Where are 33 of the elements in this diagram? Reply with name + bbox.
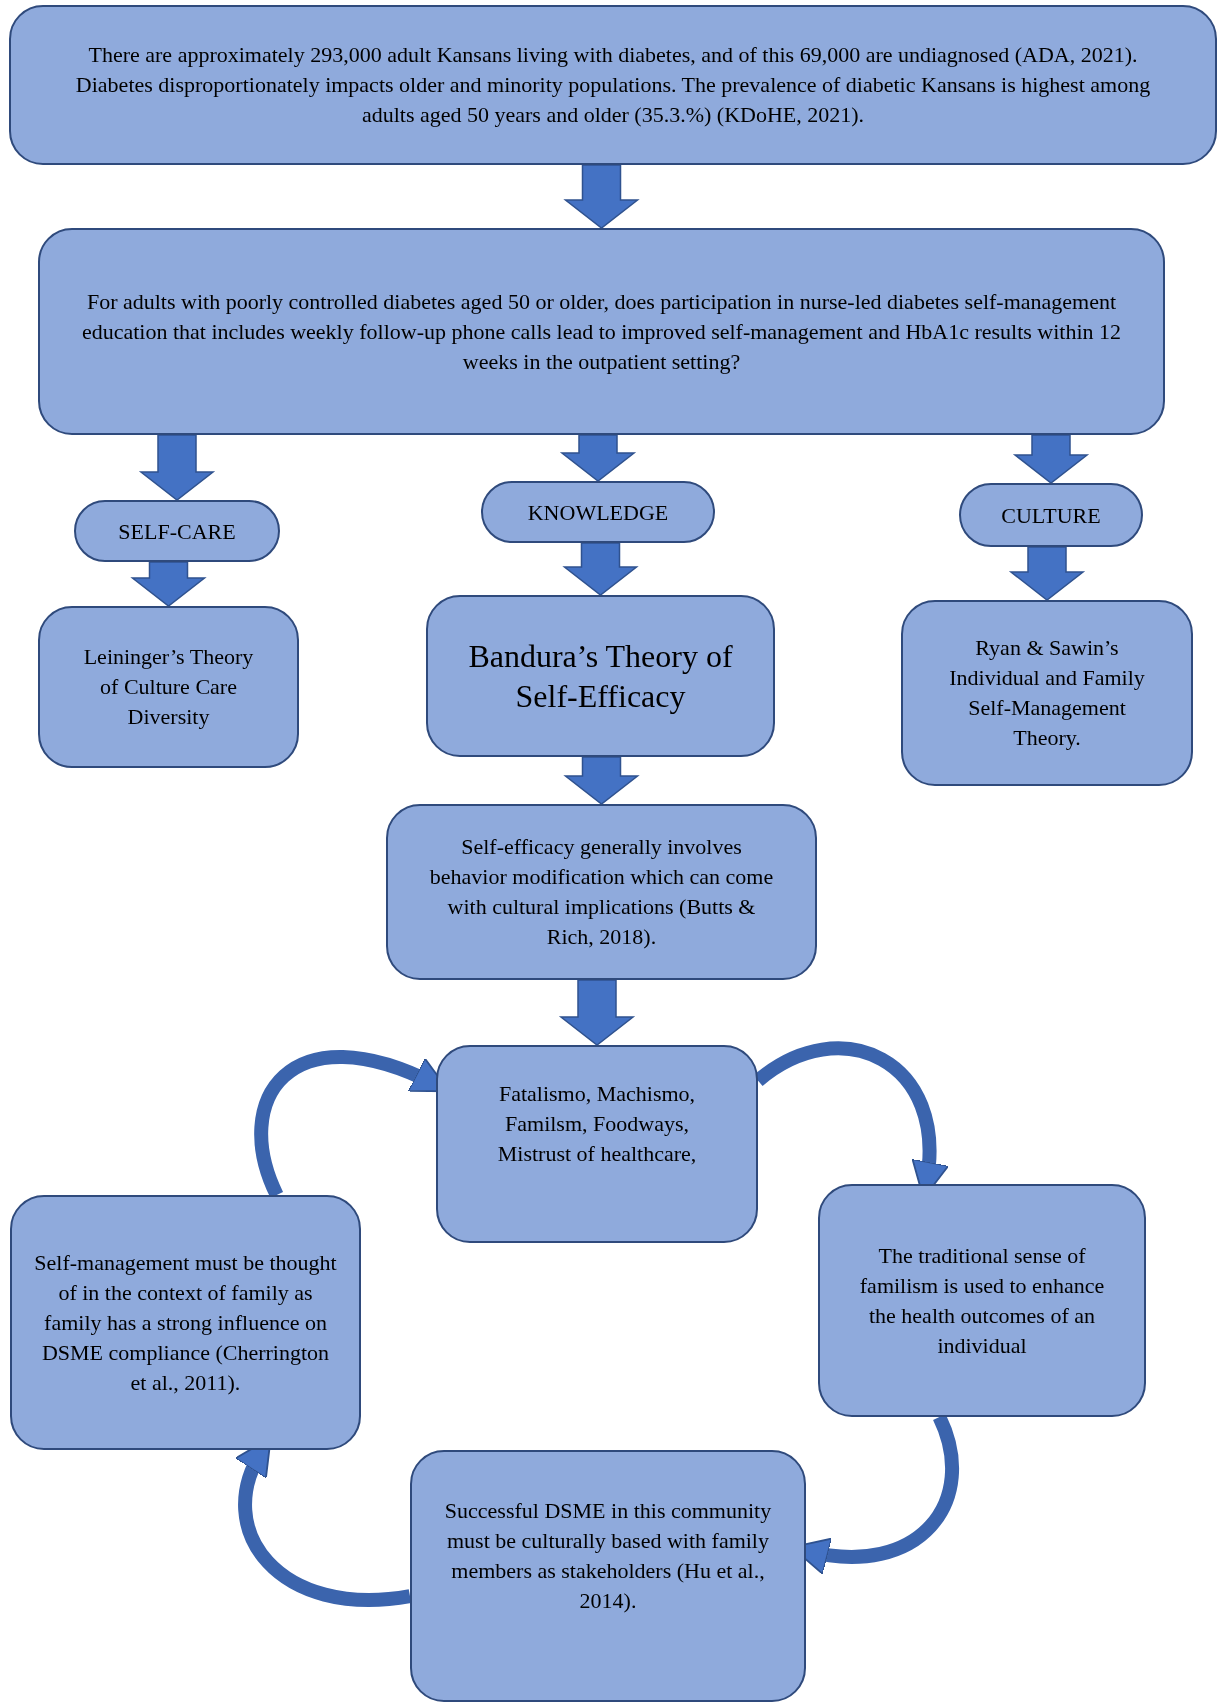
box-text: CULTURE	[1001, 501, 1101, 530]
rounded-box	[386, 804, 817, 980]
rounded-box	[410, 1450, 806, 1702]
box-text: The traditional sense of familism is used to enhance the health outcomes of an individual	[858, 1241, 1106, 1360]
rounded-box	[436, 1045, 758, 1243]
box-text: Leininger’s Theory of Culture Care Diversity	[82, 643, 255, 731]
block-arrow	[562, 542, 639, 596]
box-text: Fatalismo, Machismo, Familsm, Foodways, Mistrust of healthcare,	[496, 1080, 698, 1168]
box-text: Bandura’s Theory of Self-Efficacy	[467, 637, 734, 716]
rounded-box	[38, 228, 1165, 435]
block-arrow	[130, 561, 207, 607]
box-text: KNOWLEDGE	[527, 498, 669, 527]
box-text: For adults with poorly controlled diabetes aged 50 or older, does participation in nurse-led diabetes self-management education that includes weekly follow-up phone calls lead to improved self-management and HbA1c results within 12 weeks in the outpatient setting?	[80, 287, 1123, 376]
rounded-box	[38, 606, 299, 768]
rounded-box	[9, 5, 1217, 165]
rounded-box	[818, 1184, 1146, 1417]
box-text: Ryan & Sawin’s Individual and Family Self-Management Theory.	[948, 634, 1146, 752]
rounded-box	[10, 1195, 361, 1450]
box-text: SELF-CARE	[118, 517, 236, 546]
box-text: There are approximately 293,000 adult Kansans living with diabetes, and of this 69,000 are undiagnosed (ADA, 2021). Diabetes disproportionately impacts older and minority populations. The prevalence of diabetic Kansans is highest among adults aged 50 years and older (35.3.%) (KDoHE, 2021).	[74, 41, 1152, 129]
block-arrow	[563, 164, 640, 229]
box-text: Successful DSME in this community must be culturally based with family members as stakeholders (Hu et al., 2014).	[444, 1497, 772, 1615]
block-arrow	[558, 979, 636, 1046]
block-arrow	[559, 434, 637, 482]
block-arrow	[138, 434, 216, 501]
block-arrow	[1008, 546, 1086, 601]
rounded-box	[959, 483, 1143, 547]
block-arrow	[563, 756, 640, 805]
block-arrow	[1012, 434, 1090, 484]
rounded-box	[901, 600, 1193, 786]
box-text: Self-efficacy generally involves behavior modification which can come with cultural implications (Butts & Rich, 2018).	[428, 833, 775, 951]
box-text: Self-management must be thought of in the context of family as family has a strong influence on DSME compliance (Cherrington et al., 2011).	[33, 1248, 338, 1397]
rounded-box	[426, 595, 775, 757]
